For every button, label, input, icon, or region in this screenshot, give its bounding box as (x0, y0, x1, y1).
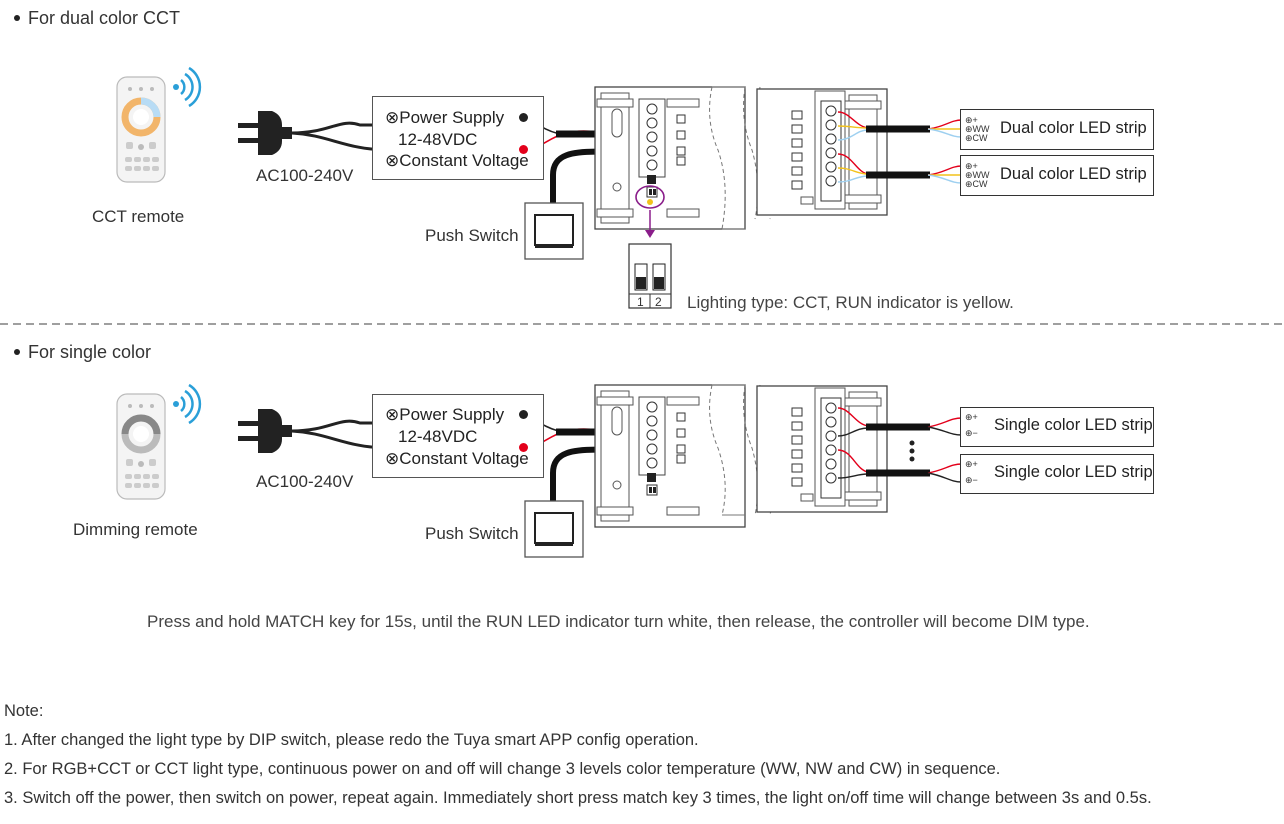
section2-graphics (116, 383, 963, 558)
plug-voltage-label: AC100-240V (256, 166, 354, 185)
push-switch-icon (524, 202, 584, 260)
dimming-remote-icon (116, 393, 166, 500)
pin-cw-text: CW (972, 133, 988, 143)
strip2-pin-cw: ⊕CW (965, 179, 988, 189)
push-switch-label-2: Push Switch (425, 524, 519, 543)
ps-voltage-type: Constant Voltage (399, 151, 529, 170)
bullet-icon-2 (14, 348, 20, 355)
power-supply-box-2 (372, 394, 544, 478)
ps-title: Power Supply (399, 108, 505, 127)
note-item-2: 2. For RGB+CCT or CCT light type, contin… (4, 760, 1001, 778)
led-strip-box-1 (960, 109, 1154, 150)
strip-pin-cw: ⊕CW (965, 133, 988, 143)
pin-plus-text: + (972, 115, 978, 125)
ps-line-3: ⊗Constant Voltage (385, 151, 529, 170)
ps2-line-1: ⊗Power Supply (385, 405, 505, 424)
cct-remote-label: CCT remote (92, 207, 185, 226)
strip2-pin-plus: ⊕+ (965, 161, 978, 171)
cct-remote-icon (116, 76, 166, 183)
single1-plus-text: + (972, 412, 978, 422)
bullet-icon (14, 14, 20, 21)
single1-minus-text: − (972, 428, 978, 438)
single-strip-label-1: Single color LED strip (994, 416, 1153, 434)
pin2-cw-text: CW (972, 179, 988, 189)
pin2-plus-text: + (972, 161, 978, 171)
controller-module-left (594, 86, 746, 230)
led-strip-label-2: Dual color LED strip (1000, 165, 1147, 183)
led-strip-label-1: Dual color LED strip (1000, 119, 1147, 137)
single1-pin-plus: ⊕+ (965, 412, 978, 422)
pin-ww-text: WW (972, 124, 990, 134)
dip-number-1: 1 (637, 295, 644, 309)
dip-number-2: 2 (655, 295, 662, 309)
ps2-voltage-type: Constant Voltage (399, 449, 529, 468)
push-switch-icon-2 (524, 500, 584, 558)
dimming-remote-label: Dimming remote (73, 520, 198, 539)
wireless-signal-icon-2 (171, 383, 202, 425)
ellipsis-dot (909, 440, 915, 446)
plug-voltage-label-2: AC100-240V (256, 472, 354, 491)
ac-cable (291, 121, 390, 135)
controller-module-right (756, 88, 888, 216)
power-plug-icon (238, 111, 292, 155)
pin2-ww-text: WW (972, 170, 990, 180)
single-strip-label-2: Single color LED strip (994, 463, 1153, 481)
section2-title: For single color (14, 342, 151, 363)
notes-heading: Note: (4, 702, 44, 720)
ps2-positive-terminal (519, 443, 528, 452)
note-item-1: 1. After changed the light type by DIP s… (4, 731, 699, 749)
strip-pin-ww: ⊕WW (965, 124, 990, 134)
section1-graphics (116, 66, 963, 309)
ps2-negative-terminal (519, 410, 528, 419)
section1-title: For dual color CCT (14, 8, 180, 29)
strip-pin-plus: ⊕+ (965, 115, 978, 125)
single-strip-box-1 (960, 407, 1154, 447)
single1-pin-minus: ⊕− (965, 428, 978, 438)
dip-switch-icon (628, 243, 672, 309)
section1-title-text: For dual color CCT (28, 8, 181, 28)
single2-pin-plus: ⊕+ (965, 459, 978, 469)
ps-line-2: 12-48VDC (398, 130, 478, 149)
ps-line-1: ⊗Power Supply (385, 108, 505, 127)
single2-plus-text: + (972, 459, 978, 469)
power-supply-box (372, 96, 544, 180)
ps-positive-terminal (519, 145, 528, 154)
strip2-pin-ww: ⊕WW (965, 170, 990, 180)
single2-pin-minus: ⊕− (965, 475, 978, 485)
wireless-signal-icon (171, 66, 202, 108)
single-strip-box-2 (960, 454, 1154, 494)
dip-caption: Lighting type: CCT, RUN indicator is yel… (687, 293, 1014, 312)
controller-module-right-2 (756, 385, 888, 513)
controller-module-left-2 (594, 384, 746, 528)
note-item-3: 3. Switch off the power, then switch on … (4, 789, 1152, 807)
power-plug-icon-2 (238, 409, 292, 453)
dip-highlight (635, 185, 665, 209)
ps2-title: Power Supply (399, 405, 505, 424)
led-strip-box-2 (960, 155, 1154, 196)
ps2-line-3: ⊗Constant Voltage (385, 449, 529, 468)
ps-negative-terminal (519, 113, 528, 122)
push-switch-label: Push Switch (425, 226, 519, 245)
section2-title-text: For single color (28, 342, 152, 362)
ps2-line-2: 12-48VDC (398, 427, 478, 446)
dim-instruction: Press and hold MATCH key for 15s, until … (147, 612, 1090, 631)
single2-minus-text: − (972, 475, 978, 485)
